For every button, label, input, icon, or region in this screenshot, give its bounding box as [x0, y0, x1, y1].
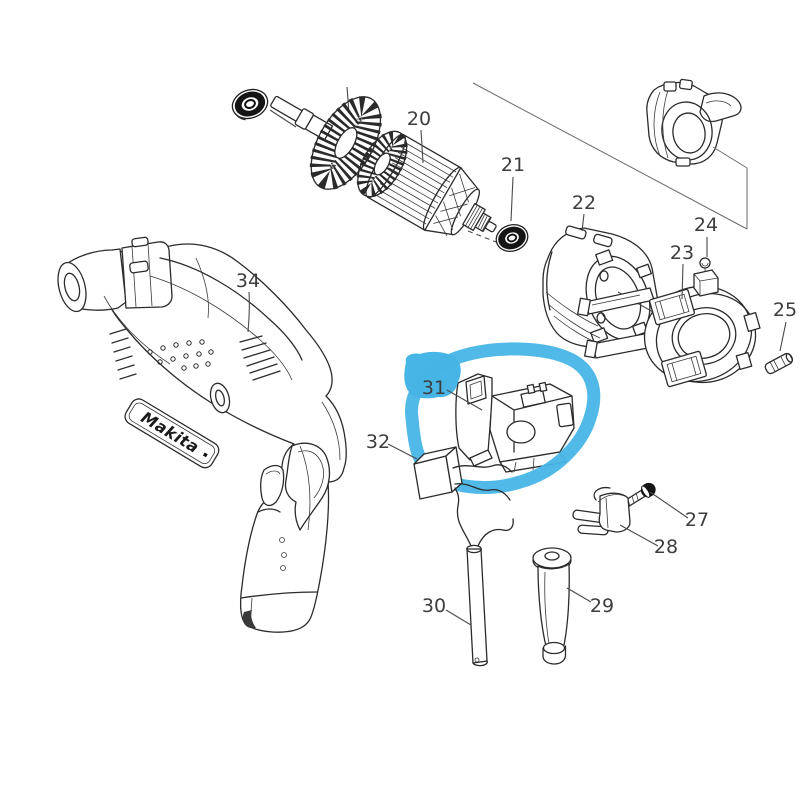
- label-20: 20: [407, 108, 431, 130]
- axis-dashed-line: [467, 230, 497, 243]
- label-23: 23: [670, 242, 694, 264]
- label-25: 25: [773, 299, 797, 321]
- ball-bearing-drawing: [495, 224, 529, 252]
- rear-cover-bracket-lines: [472, 82, 748, 230]
- cord-guard-drawing: [532, 547, 572, 665]
- carbon-brush-drawing: [693, 257, 719, 297]
- motor-housing-drawing: Makita: [57, 236, 347, 633]
- field-stator-drawing: [542, 225, 659, 348]
- capacitor-drawing: [413, 446, 513, 501]
- switch-button[interactable]: [506, 420, 536, 444]
- label-24: 24: [694, 214, 718, 236]
- terminal-drawing: [764, 352, 794, 375]
- cord-clip-drawing: [572, 486, 631, 536]
- makita-logo-plate: Makita: [124, 398, 220, 469]
- trigger: [257, 464, 285, 513]
- dot-pattern: [147, 339, 214, 371]
- front-bearing-drawing: [231, 88, 269, 121]
- label-29: 29: [590, 595, 614, 617]
- rear-cover-drawing: [646, 78, 742, 167]
- switch-drawing[interactable]: [455, 373, 575, 473]
- label-30: 30: [422, 595, 446, 617]
- armature-drawing: [270, 95, 497, 237]
- power-cord-drawing: [454, 487, 514, 667]
- rear-vents: [239, 335, 281, 381]
- label-22: 22: [572, 192, 596, 214]
- label-21: 21: [501, 154, 525, 176]
- brush-holder-drawing: [577, 285, 761, 388]
- label-32: 32: [366, 431, 390, 453]
- label-27: 27: [685, 509, 709, 531]
- front-vents: [109, 328, 137, 380]
- label-28: 28: [654, 536, 678, 558]
- label-31[interactable]: 31: [422, 377, 446, 399]
- front-bearing-leader: [269, 109, 297, 128]
- label-34: 34: [236, 270, 260, 292]
- leader-lines: [247, 129, 787, 626]
